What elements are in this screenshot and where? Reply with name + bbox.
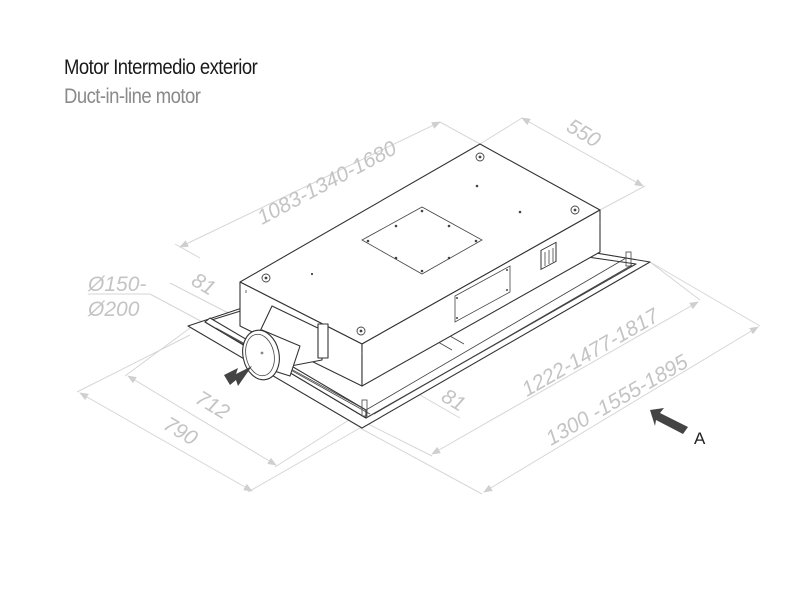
airflow-out-arrow-icon: [224, 366, 252, 386]
view-a-arrow-icon: [650, 408, 688, 434]
view-a-label: A: [694, 429, 706, 448]
dim-body-width: 550: [562, 115, 604, 153]
duct-outlet: [242, 305, 329, 381]
dim-offset-right: 81: [437, 385, 469, 417]
drawing-subtitle: Duct-in-line motor: [64, 85, 201, 108]
dim-duct-diameter-1: Ø150-: [87, 273, 146, 296]
dim-outer-width: 790: [159, 413, 201, 451]
screw-icon: [261, 152, 580, 336]
dim-offset-left: 81: [187, 269, 219, 301]
electrical-connector-icon: [540, 241, 557, 271]
dim-duct-diameter-2: Ø200: [87, 298, 140, 321]
dim-inner-width: 712: [191, 387, 233, 425]
drawing-title: Motor Intermedio exterior: [64, 56, 258, 79]
